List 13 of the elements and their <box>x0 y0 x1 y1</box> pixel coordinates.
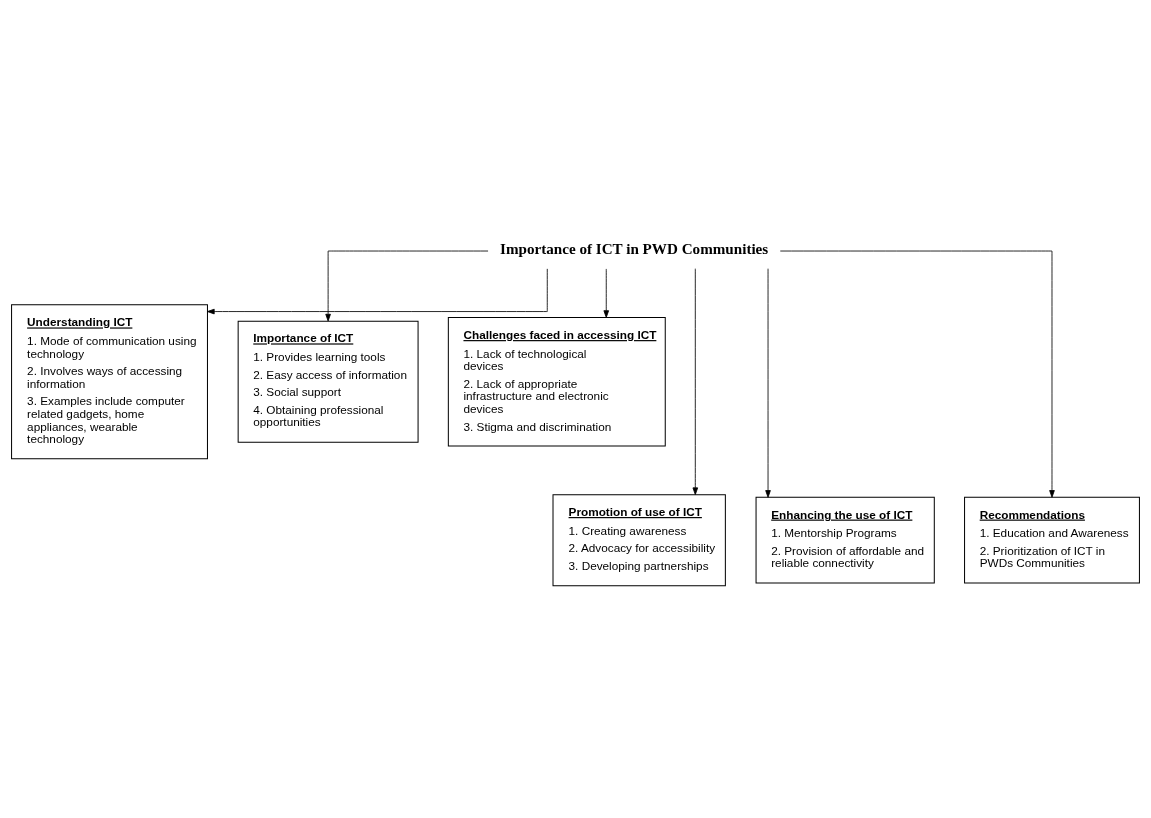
arrow <box>765 267 771 498</box>
node-text: Importance of ICT in PWD Communities <box>500 240 769 257</box>
arrow <box>603 268 610 318</box>
node-box: Understanding ICT 1. Mode of communication using technology 2. Involves ways of accessing information 3. Examples include computer related gadgets, home appliances, wearable technology <box>11 303 208 459</box>
node-box: Importance of ICT 1. Provides learning tools 2. Easy access of information 3. Social support 4. Obtaining professional opportunities <box>237 320 419 443</box>
node-box: Promotion of use of ICT 1. Creating awareness 2. Advocacy for accessibility 3. Developing partnerships <box>552 493 726 586</box>
node-box: Enhancing the use of ICT 1. Mentorship Programs 2. Provision of affordable and reliable connectivity <box>755 496 935 584</box>
node-box: Recommendations 1. Education and Awareness 2. Prioritization of ICT in PWDs Communities <box>964 496 1140 584</box>
arrow <box>325 250 489 321</box>
arrow <box>692 267 699 495</box>
arrow <box>207 267 548 314</box>
arrow <box>779 250 1055 498</box>
node-box: Challenges faced in accessing ICT 1. Lack of technological devices 2. Lack of appropriate infrastructure and electronic devices 3. Stigma and discrimination <box>447 316 666 447</box>
